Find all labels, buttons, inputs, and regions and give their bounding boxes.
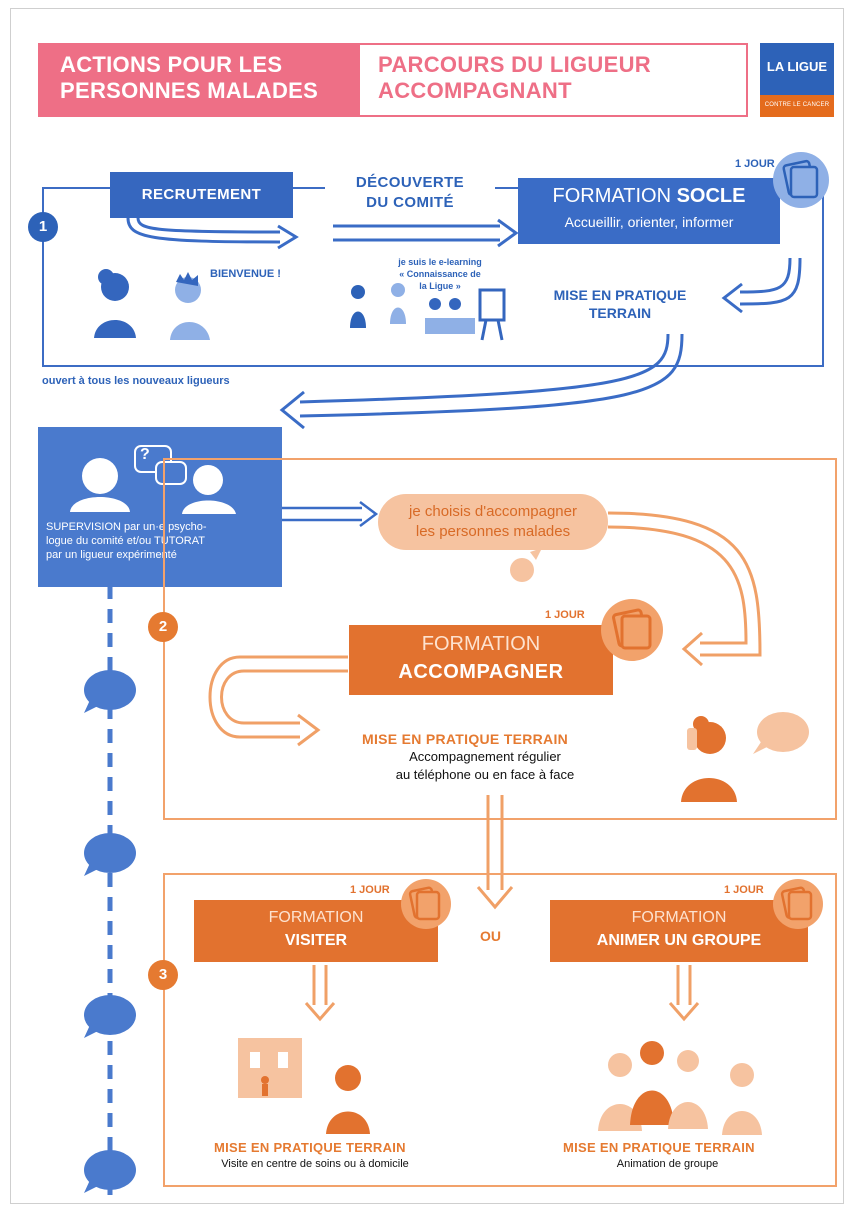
- elearning-note: je suis le e-learning « Connaissance de …: [380, 256, 500, 292]
- supervision-arrow: [282, 501, 379, 527]
- decouverte-label: DÉCOUVERTE DU COMITÉ: [325, 173, 495, 221]
- formation-to-practice-arrow: [208, 655, 348, 747]
- header-left-title: ACTIONS POUR LES PERSONNES MALADES: [60, 52, 350, 104]
- animer-practice-description: Animation de groupe: [616, 1158, 719, 1170]
- choice-line1: je choisis d'accompagner: [409, 503, 577, 520]
- book-icon: [600, 598, 664, 667]
- header-right-line2: ACCOMPAGNANT: [378, 78, 572, 103]
- animer-duration-label: 1 JOUR: [724, 884, 764, 896]
- book-icon: [772, 878, 824, 935]
- question-mark: ?: [140, 446, 150, 463]
- decouverte-line2: DU COMITÉ: [366, 194, 454, 211]
- step2-practice-description: Accompagnement régulier au téléphone ou …: [350, 748, 620, 784]
- choice-speech-bubble: je choisis d'accompagner les personnes m…: [378, 494, 608, 550]
- header-right-banner: [358, 43, 748, 117]
- step2-desc-line2: au téléphone ou en face à face: [395, 767, 575, 782]
- page-frame: [10, 8, 844, 1204]
- formation-socle-box: [518, 178, 780, 244]
- animer-down-arrow: [668, 965, 700, 1022]
- elearning-line3: la Ligue »: [419, 281, 461, 291]
- formation-socle-title: FORMATION SOCLE: [518, 185, 780, 208]
- animer-practice-label: MISE EN PRATIQUE TERRAIN: [563, 1140, 755, 1155]
- formation-animer-line2: ANIMER UN GROUPE: [596, 932, 762, 949]
- visiter-practice-label: MISE EN PRATIQUE TERRAIN: [214, 1140, 406, 1155]
- formation-socle-bold: SOCLE: [676, 185, 746, 207]
- visiter-down-arrow: [304, 965, 336, 1022]
- supervision-illustration: [70, 445, 236, 514]
- header-right-title: PARCOURS DU LIGUEUR ACCOMPAGNANT: [378, 52, 738, 104]
- decouverte-line1: DÉCOUVERTE: [355, 174, 465, 191]
- welcome-people-illustration: [94, 269, 210, 340]
- supervision-line3: par un ligueur expérimenté: [46, 549, 177, 561]
- socle-duration-label: 1 JOUR: [735, 158, 775, 170]
- recrutement-box: RECRUTEMENT: [110, 172, 293, 218]
- visiter-practice-description: Visite en centre de soins ou à domicile: [221, 1158, 409, 1170]
- step2-practice-label: MISE EN PRATIQUE TERRAIN: [362, 731, 569, 747]
- step1-flow-arrows: [126, 217, 802, 430]
- step2-number-badge: 2: [148, 612, 178, 642]
- logo-subtext: CONTRE LE CANCER: [764, 102, 830, 108]
- logo-top-panel: [760, 43, 834, 95]
- formation-socle-subtitle: Accueillir, orienter, informer: [564, 214, 734, 230]
- formation-animer-line1: FORMATION: [631, 909, 727, 926]
- supervision-line2: logue du comité et/ou TUTORAT: [46, 535, 205, 547]
- ouvert-note: ouvert à tous les nouveaux ligueurs: [42, 375, 230, 387]
- formation-visiter-line2: VISITER: [284, 932, 348, 949]
- formation-accompagner-box: [349, 625, 613, 695]
- supervision-line1: SUPERVISION par un·e psycho-: [46, 521, 207, 533]
- step2-desc-line1: Accompagnement régulier: [409, 749, 561, 764]
- logo-text: LA LIGUE: [766, 59, 828, 74]
- bienvenue-speech: BIENVENUE !: [210, 268, 281, 280]
- visiter-duration-label: 1 JOUR: [350, 884, 390, 896]
- formation-socle-word: FORMATION: [552, 185, 672, 207]
- step3-number-badge: 3: [148, 960, 178, 990]
- phone-call-illustration: [681, 712, 809, 802]
- supervision-text: SUPERVISION par un·e psycho- logue du co…: [46, 520, 278, 562]
- elearning-line1: je suis le e-learning: [398, 257, 482, 267]
- formation-visiter-box: [194, 900, 438, 962]
- choice-line2: les personnes malades: [415, 523, 571, 540]
- elearning-line2: « Connaissance de: [399, 269, 481, 279]
- or-separator: OU: [480, 928, 501, 944]
- step1-practice-line2: TERRAIN: [588, 305, 652, 321]
- home-visit-illustration: [238, 1038, 370, 1134]
- book-icon: [772, 151, 830, 214]
- step1-number-badge: 1: [28, 212, 58, 242]
- formation-animer-box: [550, 900, 808, 962]
- choice-to-formation-arrow: [607, 511, 762, 667]
- step1-practice-line1: MISE EN PRATIQUE: [553, 287, 687, 303]
- formation-visiter-line1: FORMATION: [268, 909, 364, 926]
- small-face-icon: [510, 548, 542, 582]
- group-illustration: [598, 1041, 762, 1135]
- header-left-banner: [38, 43, 358, 117]
- formation-accompagner-line1: FORMATION: [421, 633, 541, 655]
- header-right-line1: PARCOURS DU LIGUEUR: [378, 52, 651, 77]
- header-left-line2: PERSONNES MALADES: [60, 78, 319, 103]
- book-icon: [400, 878, 452, 935]
- step1-practice-label: MISE EN PRATIQUE TERRAIN: [540, 286, 700, 322]
- header-left-line1: ACTIONS POUR LES: [60, 52, 283, 77]
- supervision-timeline: [84, 585, 136, 1195]
- step3-frame: [163, 873, 837, 1187]
- training-room-illustration: [350, 283, 506, 341]
- formation-accompagner-line2: ACCOMPAGNER: [398, 661, 564, 683]
- accompagner-duration-label: 1 JOUR: [545, 609, 585, 621]
